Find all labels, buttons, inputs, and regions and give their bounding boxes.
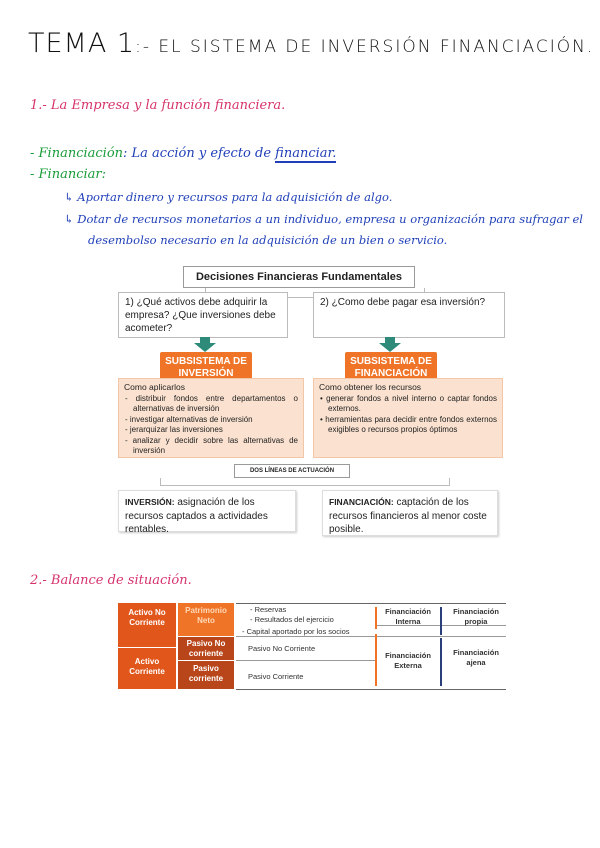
- arrow-externa-icon: [375, 634, 377, 686]
- arrow-propia-icon: [440, 607, 442, 635]
- inversion-def-text: asignación de los recursos captados a ac…: [125, 497, 268, 535]
- financiacion-def-text: captación de los recursos financieros al…: [329, 497, 487, 535]
- inversion-definition: INVERSIÓN: asignación de los recursos ca…: [118, 490, 296, 535]
- inversion-item: jerarquizar las inversiones: [124, 425, 298, 435]
- reservas-label: - Reservas: [250, 605, 287, 614]
- financiacion-body-title: Como obtener los recursos: [319, 382, 422, 392]
- financiacion-def-term: FINANCIACIÓN:: [329, 497, 394, 507]
- fin-propia-label: Financiación propia: [453, 607, 499, 626]
- definition-financiar: - Financiar:: [30, 167, 106, 182]
- arrow-down-icon: [194, 343, 216, 352]
- financiacion-text: : La acción y efecto de: [123, 146, 276, 161]
- financiar-bullet-2: ↳ Dotar de recursos monetarios a un indi…: [64, 212, 583, 226]
- question-2-box: 2) ¿Como debe pagar esa inversión?: [313, 292, 505, 338]
- balance-row-line: [236, 660, 376, 661]
- inversion-item: analizar y decidir sobre las alternativa…: [124, 436, 298, 457]
- question-1-box: 1) ¿Qué activos debe adquirir la empresa…: [118, 292, 288, 338]
- activo-no-corriente-box: Activo No Corriente: [118, 603, 176, 647]
- pasivo-no-corriente-box: Pasivo No corriente: [178, 636, 234, 660]
- inversion-item: investigar alternativas de inversión: [124, 415, 298, 425]
- financiacion-definition: FINANCIACIÓN: captación de los recursos …: [322, 490, 498, 536]
- balance-bottom-line: [236, 689, 506, 690]
- capital-label: - Capital aportado por los socios: [242, 627, 350, 636]
- fin-interna-label: Financiación Interna: [385, 607, 431, 626]
- financiacion-underlined: financiar.: [275, 146, 337, 163]
- lines-connector: [160, 478, 450, 486]
- inversion-def-term: INVERSIÓN:: [125, 497, 175, 507]
- decisions-header: Decisiones Financieras Fundamentales: [183, 266, 415, 288]
- fin-ajena-label: Financiación ajena: [453, 648, 499, 667]
- inversion-item: distribuir fondos entre departamentos o …: [124, 394, 298, 415]
- patrimonio-neto-box: Patrimonio Neto: [178, 603, 234, 636]
- section-2-heading: 2.- Balance de situación.: [30, 573, 192, 588]
- financiar-bullet-1: ↳ Aportar dinero y recursos para la adqu…: [64, 190, 393, 204]
- subsistema-financiacion-label: SUBSISTEMA DE FINANCIACIÓN: [345, 352, 437, 382]
- definition-financiacion: - Financiación: La acción y efecto de fi…: [30, 146, 337, 163]
- balance-top-line: [236, 603, 506, 604]
- pasivo-corriente-row: Pasivo Corriente: [248, 672, 304, 681]
- financiacion-term: - Financiación: [30, 146, 124, 161]
- financiacion-item: generar fondos a nivel interno o captar …: [319, 394, 497, 415]
- activo-corriente-box: Activo Corriente: [118, 647, 176, 689]
- inversion-body: Como aplicarlos distribuir fondos entre …: [118, 378, 304, 458]
- pasivo-no-corriente-row: Pasivo No Corriente: [248, 644, 316, 653]
- section-1-heading: 1.- La Empresa y la función financiera.: [30, 98, 286, 113]
- arrow-down-icon: [200, 337, 210, 343]
- financiar-bullet-2-cont: desembolso necesario en la adquisición d…: [88, 233, 448, 247]
- balance-row-line: [236, 636, 506, 637]
- dos-lineas-header: DOS LÍNEAS DE ACTUACIÓN: [234, 464, 350, 478]
- financiacion-body: Como obtener los recursos generar fondos…: [313, 378, 503, 458]
- inversion-body-title: Como aplicarlos: [124, 382, 185, 392]
- resultados-label: - Resultados del ejercicio: [250, 615, 334, 624]
- title-tema: TEMA 1: [28, 28, 136, 59]
- financiacion-item: herramientas para decidir entre fondos e…: [319, 415, 497, 436]
- title-rest: :- EL SISTEMA DE INVERSIÓN FINANCIACIÓN.: [135, 37, 595, 57]
- arrow-down-icon: [385, 337, 395, 343]
- arrow-down-icon: [379, 343, 401, 352]
- subsistema-inversion-label: SUBSISTEMA DE INVERSIÓN: [160, 352, 252, 382]
- arrow-interna-icon: [375, 607, 377, 629]
- page-title: TEMA 1:- EL SISTEMA DE INVERSIÓN FINANCI…: [28, 28, 594, 59]
- fin-externa-label: Financiación Externa: [385, 651, 431, 670]
- pasivo-corriente-box: Pasivo corriente: [178, 660, 234, 689]
- arrow-ajena-icon: [440, 638, 442, 686]
